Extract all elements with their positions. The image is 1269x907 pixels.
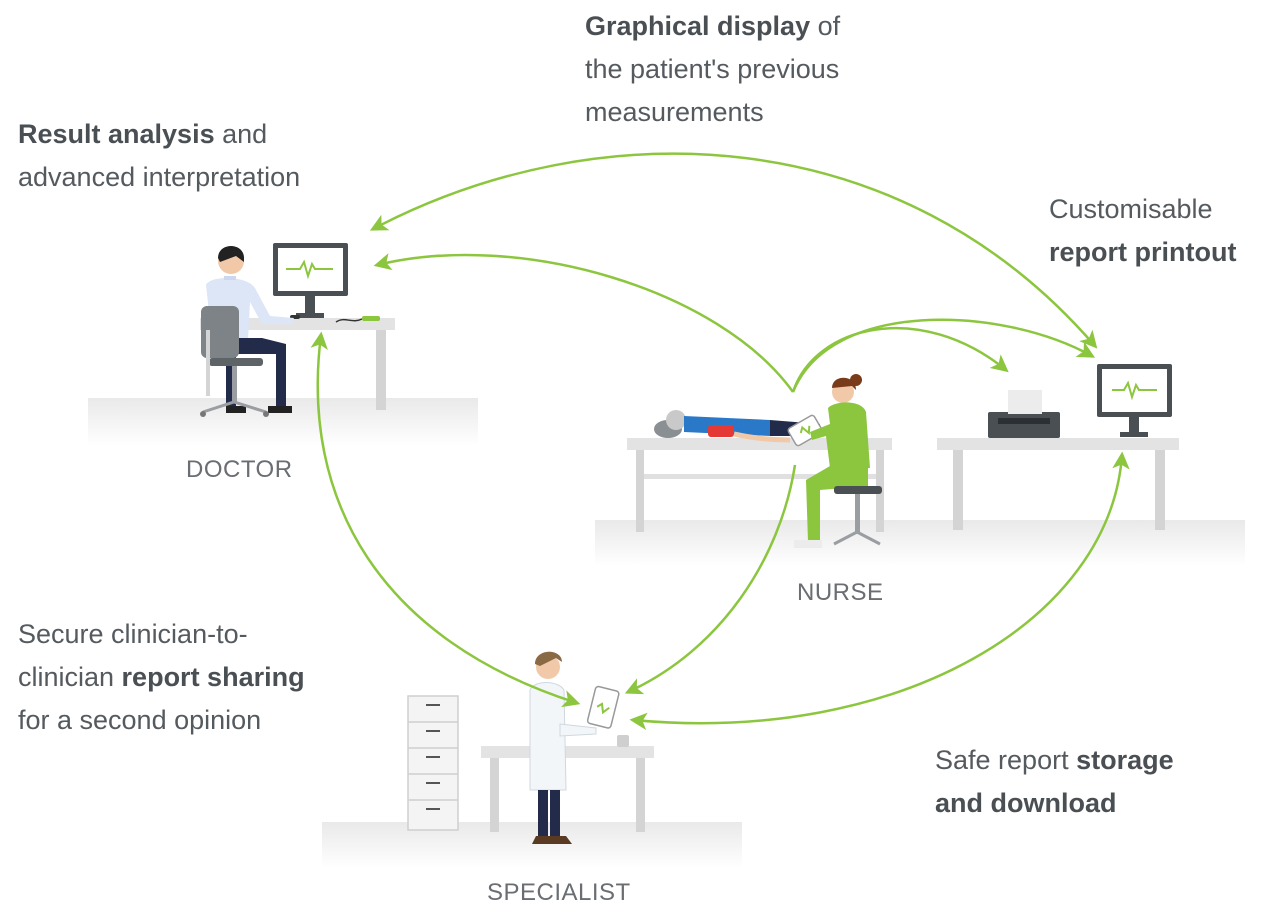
storage-before: Safe report [935,745,1077,775]
report-sharing-line3: for a second opinion [18,705,262,735]
graphical-display-label: Graphical display of the patient's previ… [585,5,840,134]
storage-bold2: and download [935,788,1117,818]
storage-bold: storage [1076,745,1174,775]
report-sharing-before: clinician [18,662,122,692]
printer-icon [988,412,1060,438]
arrow-nurse-to-monitor [791,318,1096,393]
patient-bed-icon [627,438,892,450]
report-printout-line1: Customisable [1049,194,1213,224]
arrow-graphical-display [369,152,1098,349]
report-sharing-bold: report sharing [121,662,305,692]
arrow-storage-specialist [629,451,1130,731]
report-sharing-line1: Secure clinician-to- [18,619,248,649]
graphical-display-line2: the patient's previous [585,54,840,84]
nurse-floor [595,520,1245,566]
print-station [937,364,1179,530]
result-analysis-line2: advanced interpretation [18,162,301,192]
arrow-doctor-specialist [310,331,581,708]
doctor-station [200,243,395,417]
report-printout-bold: report printout [1049,237,1237,267]
result-analysis-bold: Result analysis [18,119,215,149]
result-analysis-after: and [214,119,268,149]
graphical-display-line3: measurements [585,97,764,127]
graphical-display-after: of [810,11,841,41]
doctor-chair-icon [201,306,239,358]
specialist-floor [322,822,742,868]
graphical-display-bold: Graphical display [585,11,811,41]
nurse-role-label: NURSE [797,579,884,606]
specialist-role-label: SPECIALIST [487,879,631,906]
arrow-nurse-to-printer [791,327,1009,393]
specialist-station [407,651,654,844]
result-analysis-label: Result analysis and advanced interpretat… [18,113,300,199]
doctor-role-label: DOCTOR [186,456,293,483]
arrow-nurse-to-doctor [373,253,795,393]
arrow-nurse-to-specialist [624,464,797,695]
report-sharing-label: Secure clinician-to- clinician report sh… [18,613,305,742]
file-cabinet-icon [407,695,459,831]
cup-icon [617,735,629,747]
report-printout-label: Customisable report printout [1049,188,1236,274]
workflow-arrows [310,152,1130,731]
storage-label: Safe report storage and download [935,739,1174,825]
